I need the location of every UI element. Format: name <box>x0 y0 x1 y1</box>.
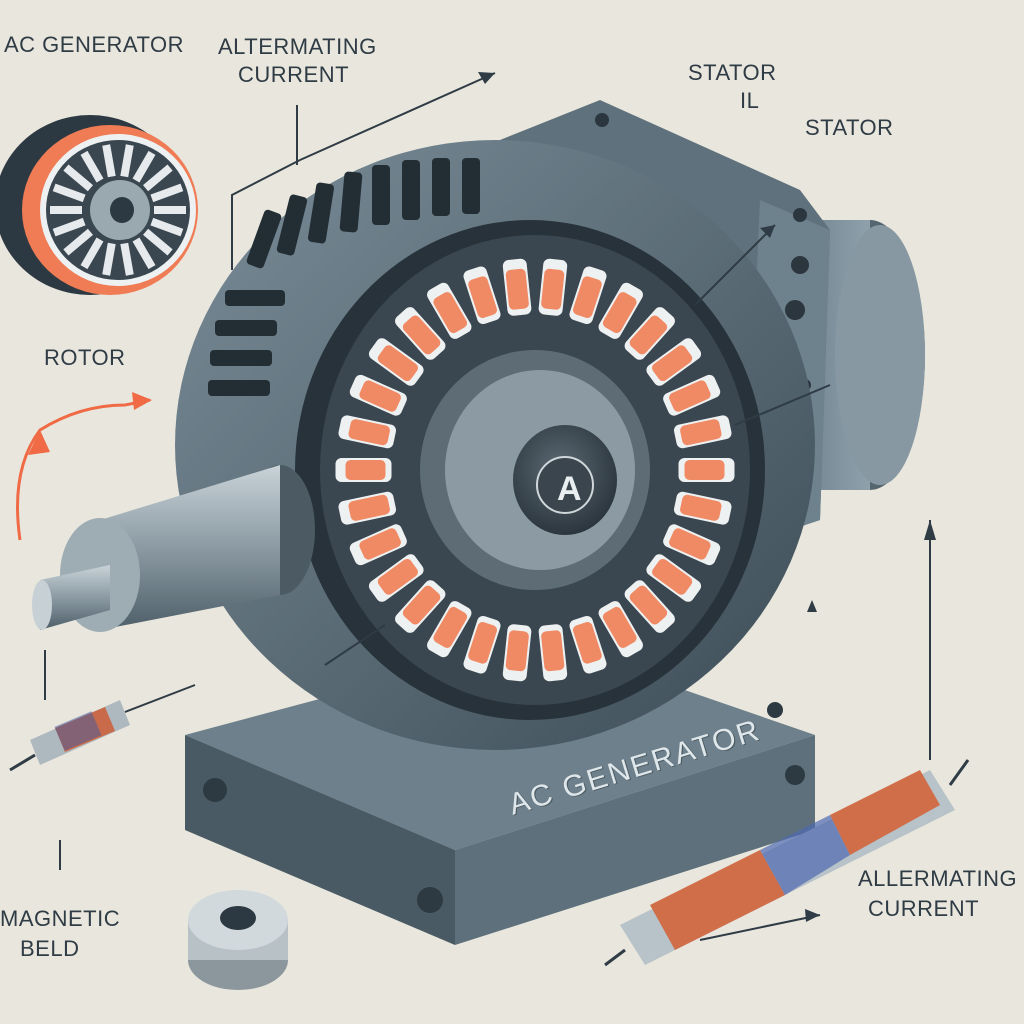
coil-segment <box>349 374 407 416</box>
coil-segment <box>368 554 424 602</box>
label-alternating-current-bottom-2: CURRENT <box>868 896 980 921</box>
leader-lines <box>44 72 931 941</box>
stator-coils <box>335 258 735 682</box>
rotation-arrow <box>16 392 152 541</box>
label-alternating-current-top-2: CURRENT <box>238 62 350 87</box>
coil-segment <box>463 615 501 674</box>
coil-segment <box>335 458 392 482</box>
coil-segment <box>395 580 446 633</box>
coil-segment <box>624 307 675 360</box>
rotor-inset-spoke <box>52 217 86 237</box>
coil-segment <box>663 524 721 566</box>
coil-segment <box>368 338 424 386</box>
coil-segment <box>538 258 568 316</box>
rotor-inset-spoke <box>154 206 186 214</box>
label-magnetic-field-2: BELD <box>20 936 80 961</box>
small-coil-component <box>9 684 196 772</box>
coil-segment <box>502 624 532 682</box>
hub-letter: A <box>557 470 582 508</box>
coil-segment <box>663 374 721 416</box>
rotor-inset-spoke <box>150 183 184 203</box>
rotor-inset-spoke <box>102 242 116 276</box>
coil-segment <box>338 415 397 449</box>
rotor-shaft <box>32 465 315 632</box>
rotor-inset-spoke <box>132 150 156 183</box>
coil-segment <box>673 491 732 525</box>
magnet-ring <box>188 890 288 990</box>
rotor-inset <box>0 115 198 295</box>
label-stator-right: STATOR <box>805 115 894 140</box>
arrow-heads <box>478 72 936 922</box>
coil-segment <box>673 415 732 449</box>
rotor-inset-spoke <box>80 150 104 183</box>
large-coil-component <box>604 759 970 967</box>
label-ac-generator: AC GENERATOR <box>4 32 184 57</box>
coil-segment <box>395 307 446 360</box>
coil-segment <box>427 282 472 339</box>
coil-segment <box>502 258 532 316</box>
rotor-inset-spoke <box>143 228 173 256</box>
coil-segment <box>569 266 607 325</box>
label-stator-il: IL <box>740 88 760 113</box>
rotor-inset-spoke <box>80 237 104 270</box>
label-alternating-current-top-1: ALTERMATING <box>218 34 377 59</box>
coil-segment <box>646 338 702 386</box>
rear-housing <box>800 220 925 490</box>
rotor-inset-spoke <box>120 144 134 178</box>
rotor-hub <box>420 350 650 590</box>
rotor-inset-spoke <box>102 144 116 178</box>
rotor-inset-spoke <box>63 164 93 192</box>
rotor-inset-spoke <box>150 217 184 237</box>
coil-segment <box>646 554 702 602</box>
rotor-inset-spoke <box>143 164 173 192</box>
rotor-inset-spoke <box>52 183 86 203</box>
coil-segment <box>338 491 397 525</box>
coil-segment <box>538 624 568 682</box>
coil-segment <box>598 282 643 339</box>
rotor-inset-spoke <box>63 228 93 256</box>
coil-segment <box>349 524 407 566</box>
coil-segment <box>569 615 607 674</box>
label-alternating-current-bottom-1: ALLERMATING <box>858 866 1018 891</box>
label-stator-top: STATOR <box>688 60 777 85</box>
coil-segment <box>463 266 501 325</box>
label-magnetic-field-1: MAGNETIC <box>0 906 121 931</box>
coil-segment <box>427 601 472 658</box>
coil-segment <box>678 458 735 482</box>
rotor-inset-spoke <box>50 206 82 214</box>
coil-segment <box>598 601 643 658</box>
label-rotor: ROTOR <box>44 345 126 370</box>
rotor-inset-spoke <box>120 242 134 276</box>
rotor-inset-spoke <box>132 237 156 270</box>
coil-segment <box>624 580 675 633</box>
